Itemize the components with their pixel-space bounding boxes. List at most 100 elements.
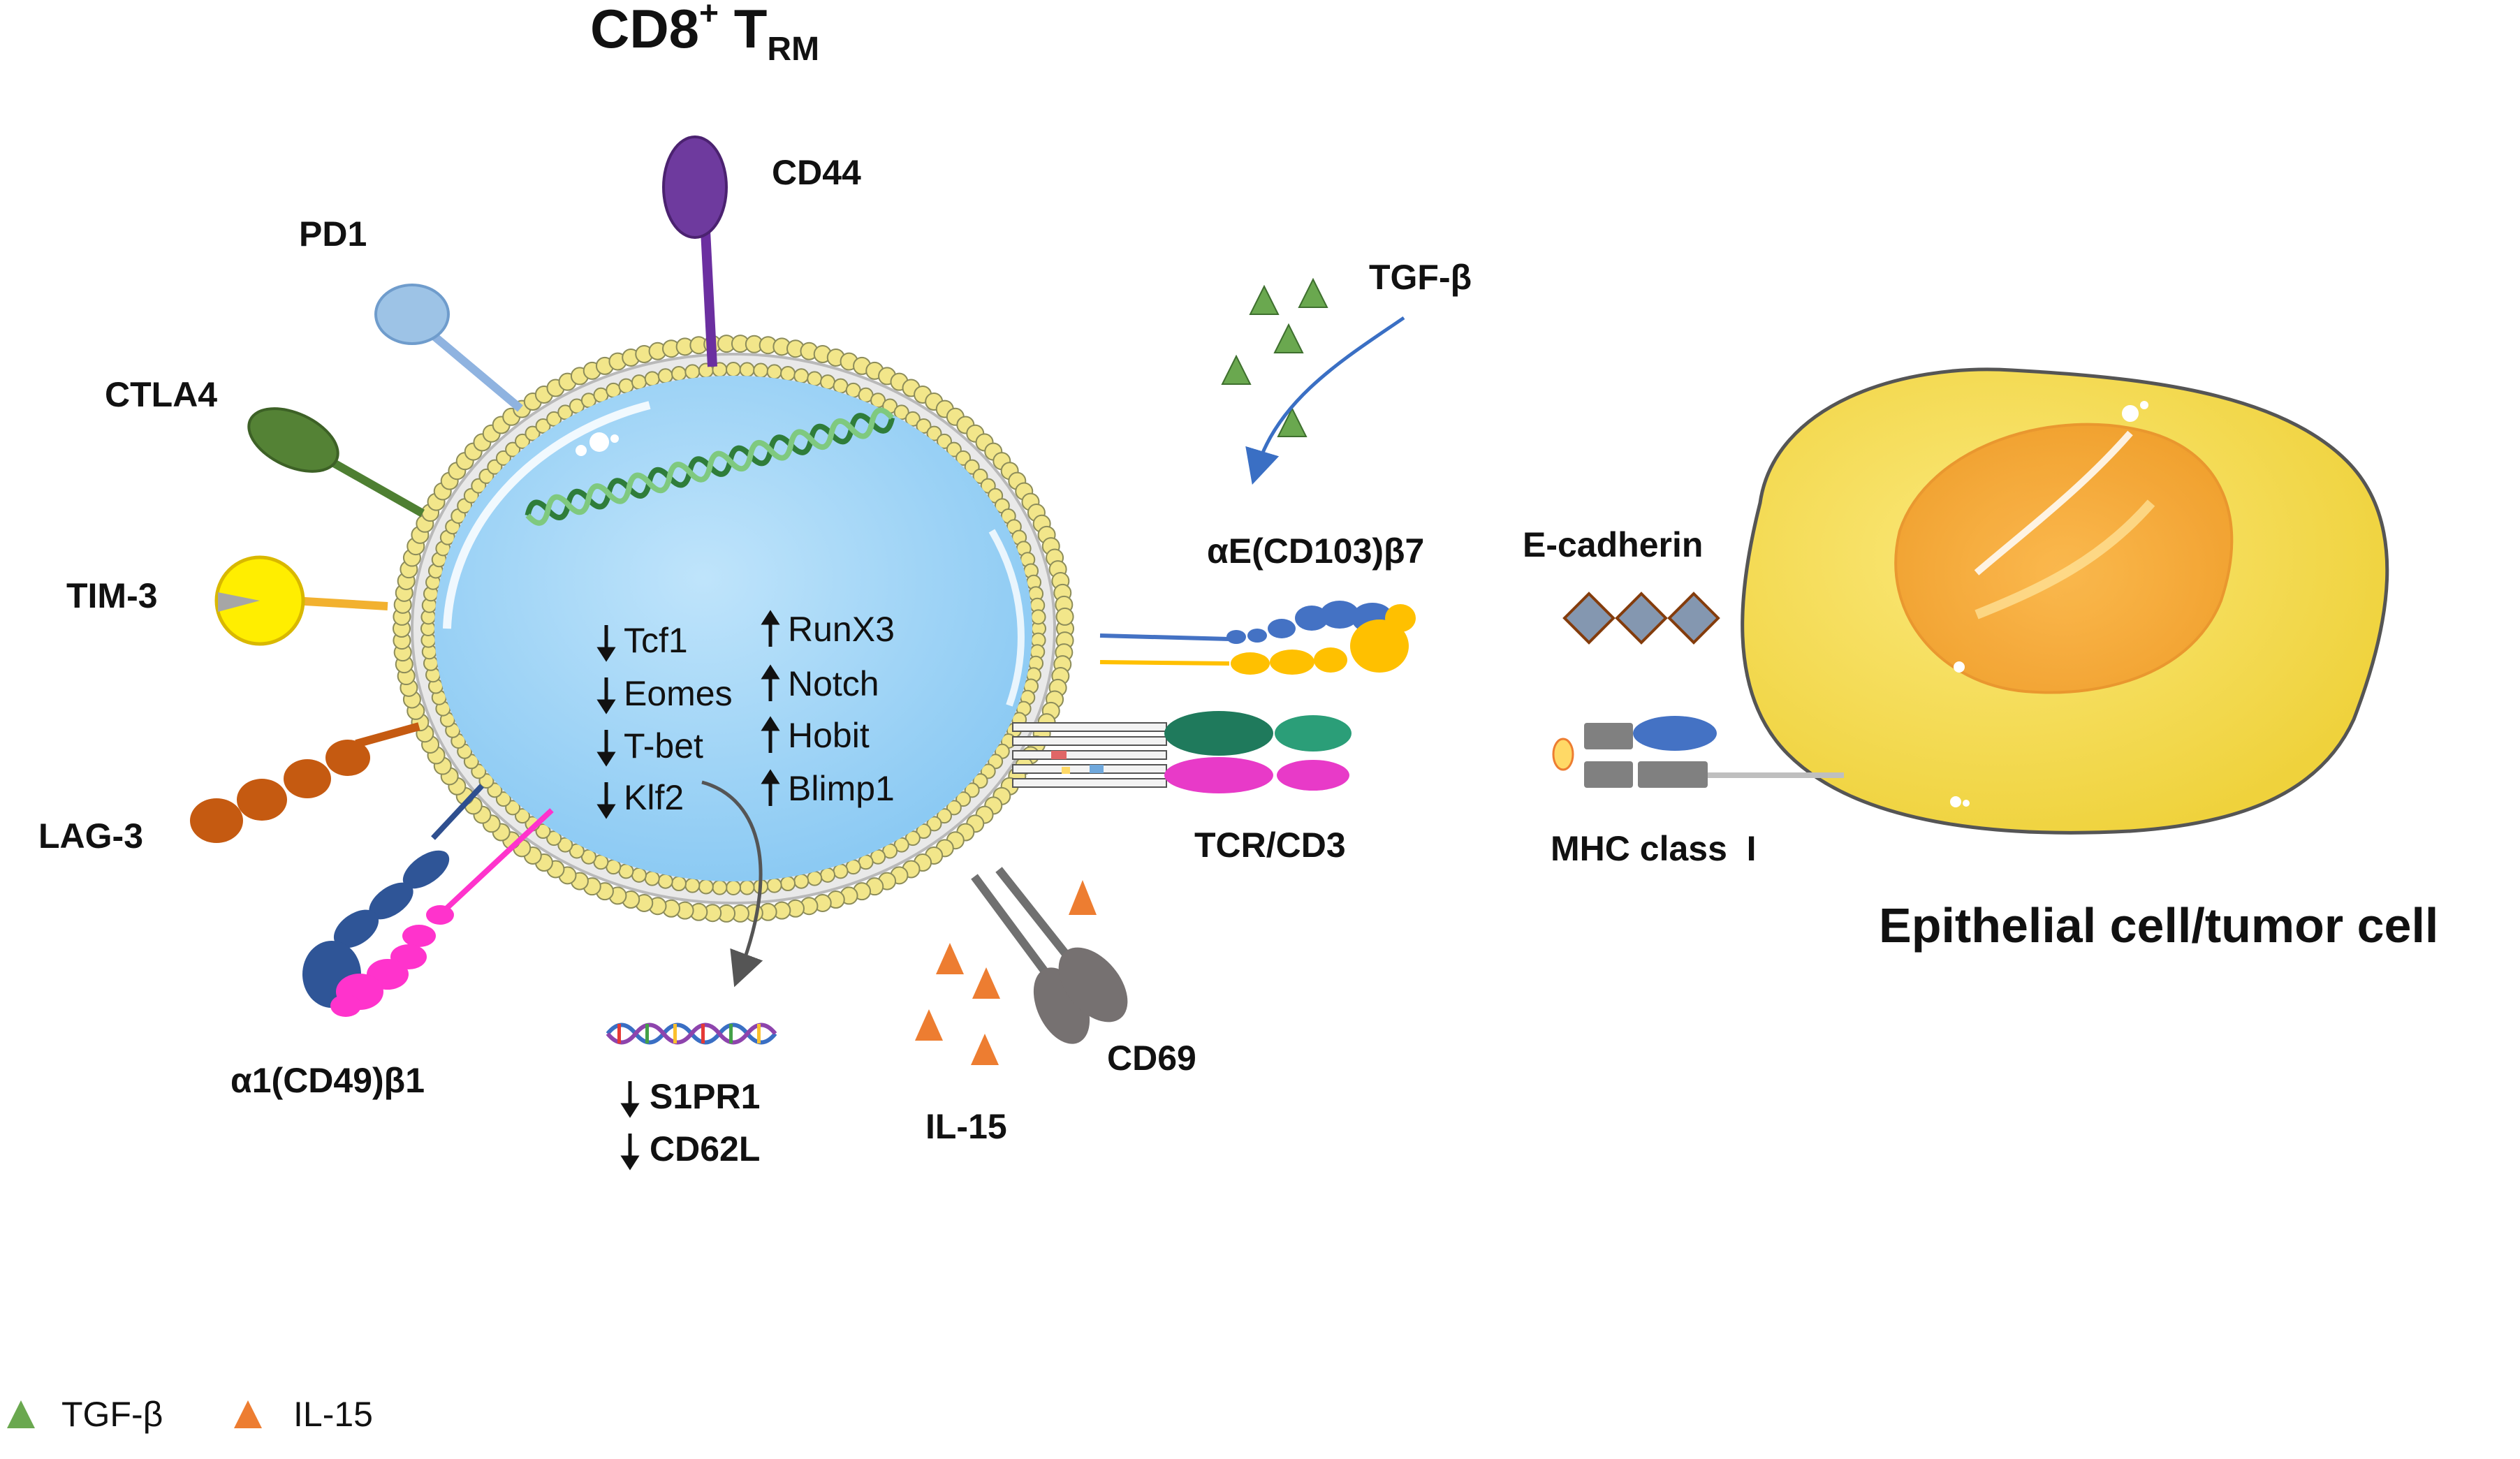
lipid-head — [569, 843, 585, 859]
ctla4-label: CTLA4 — [105, 375, 218, 414]
lipid-head — [525, 425, 541, 441]
lipid-head — [793, 368, 810, 384]
lipid-head — [618, 863, 634, 879]
tf-arrowhead-icon — [761, 610, 780, 625]
lipid-head — [820, 374, 836, 390]
il15-triangle-icon — [1069, 880, 1097, 915]
integrin-a1b1-icon — [302, 784, 554, 1017]
tf-arrowhead-icon — [596, 804, 616, 819]
lipid-head — [644, 870, 660, 886]
tgfb-triangle-icon — [1221, 354, 1252, 385]
lipid-head — [546, 411, 562, 427]
lipid-head — [936, 433, 952, 449]
tf-down-eomes: Eomes — [624, 674, 733, 713]
lipid-head — [893, 404, 909, 420]
membrane-outer-heads — [393, 335, 1074, 923]
lipid-head — [644, 371, 660, 387]
tgfb-cytokines — [1221, 277, 1328, 437]
lipid-head — [535, 823, 551, 840]
il15-cytokines — [915, 880, 1097, 1065]
lipid-head — [807, 371, 823, 387]
lag3-label: LAG-3 — [38, 816, 143, 856]
dna-helix-icon — [525, 407, 895, 526]
legend-il15-icon — [234, 1400, 262, 1428]
epithelial-cell — [1741, 367, 2389, 835]
lipid-head — [505, 441, 521, 457]
bubble — [2122, 405, 2139, 422]
cd69-receptor-icon — [971, 867, 1128, 1044]
page-title: CD8+ TRM — [590, 0, 820, 68]
tf-arrowhead-icon — [761, 664, 780, 680]
tf-arrowhead-icon — [596, 647, 616, 662]
lipid-head — [946, 800, 962, 816]
lipid-head — [780, 876, 796, 892]
lipid-head — [657, 368, 673, 384]
cd44-receptor-icon — [662, 135, 728, 367]
lipid-head — [936, 808, 952, 824]
lipid-head — [546, 830, 562, 846]
lipid-head — [753, 362, 769, 379]
lipid-head — [1030, 609, 1046, 625]
tgfb-triangle-icon — [1249, 284, 1280, 315]
lipid-head — [793, 873, 810, 889]
lipid-head — [671, 365, 687, 381]
lipid-head — [631, 374, 647, 390]
lipid-head — [904, 411, 921, 427]
tf-up-runx3: RunX3 — [788, 610, 895, 649]
e-cadherin-label: E-cadherin — [1523, 525, 1704, 564]
tgfb-label: TGF-β — [1369, 258, 1472, 297]
tf-arrowhead-icon — [761, 716, 780, 731]
lipid-head — [631, 867, 647, 883]
gene-dna-icon — [606, 1022, 777, 1045]
bubble — [589, 432, 609, 452]
lipid-head — [726, 362, 741, 377]
lipid-head — [684, 877, 701, 893]
tgfb-arrow-icon — [1245, 316, 1405, 485]
lipid-head — [671, 876, 687, 892]
ctla4-receptor-icon — [247, 407, 425, 518]
tgfb-triangle-icon — [1298, 277, 1328, 308]
il15-triangle-icon — [915, 1009, 943, 1041]
lipid-head — [926, 425, 942, 441]
target-cd62l: CD62L — [650, 1129, 761, 1168]
bubble — [1954, 661, 1965, 673]
lipid-head — [916, 418, 932, 434]
lipid-head — [820, 867, 836, 883]
lipid-head — [657, 873, 673, 889]
legend-tgfb-icon — [7, 1400, 35, 1428]
bubble — [576, 445, 587, 456]
tf-arrowhead-icon — [761, 769, 780, 784]
lipid-head — [926, 816, 942, 832]
tf-down-tbet: T-bet — [624, 726, 703, 765]
lipid-head — [515, 808, 531, 824]
lipid-head — [780, 365, 796, 381]
mhc-class-i-label: MHC class I — [1551, 829, 1757, 868]
tf-arrowhead-icon — [620, 1155, 640, 1171]
lipid-head — [739, 362, 755, 378]
lag3-receptor-icon — [190, 722, 420, 843]
lipid-head — [535, 418, 551, 434]
nucleus-highlight — [1974, 430, 2133, 575]
lipid-head — [904, 830, 921, 846]
integrin-a1b1-label: α1(CD49)β1 — [230, 1061, 425, 1100]
lipid-head — [893, 837, 909, 853]
target-s1pr1: S1PR1 — [650, 1077, 761, 1116]
klf2-target-arrow-icon — [701, 780, 763, 988]
tf-up-blimp1: Blimp1 — [788, 769, 895, 808]
lipid-head — [684, 364, 701, 380]
nucleus-highlight-2 — [1975, 499, 2155, 619]
il15-label: IL-15 — [925, 1107, 1007, 1146]
lipid-head — [833, 863, 849, 879]
integrin-aeb7-label: αE(CD103)β7 — [1207, 531, 1425, 571]
tf-down-klf2: Klf2 — [624, 778, 684, 817]
lipid-head — [916, 823, 932, 840]
tf-up-notch: Notch — [788, 664, 879, 703]
lipid-head — [1055, 607, 1074, 626]
cell-highlight — [443, 401, 651, 629]
tf-arrowhead-icon — [620, 1103, 640, 1118]
tim3-receptor-icon — [214, 555, 388, 646]
pd1-label: PD1 — [299, 214, 367, 254]
bubble — [610, 434, 619, 443]
pd1-receptor-icon — [374, 284, 523, 412]
